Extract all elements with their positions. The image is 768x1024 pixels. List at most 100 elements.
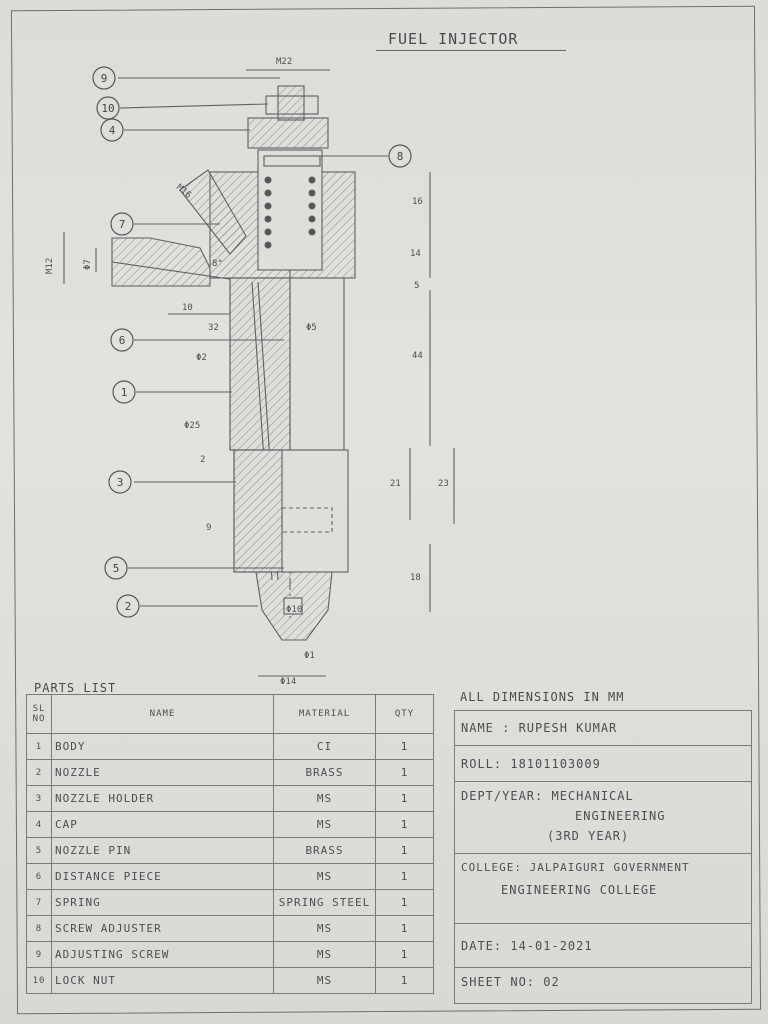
part-name-cell: LOCK NUT (51, 967, 274, 994)
title-block-sheet-row: SHEET NO: 02 (455, 967, 751, 1001)
part-material-cell: MS (273, 785, 376, 812)
part-qty-cell: 1 (375, 941, 434, 968)
dim-d10: Φ10 (286, 605, 302, 615)
part-material-cell: BRASS (273, 759, 376, 786)
dim-32: 32 (208, 323, 219, 333)
title-block: NAME : RUPESH KUMAR ROLL: 18101103009 DE… (454, 710, 752, 1004)
dim-d25: Φ25 (184, 421, 200, 431)
part-no-cell: 4 (26, 811, 52, 838)
callout-5: 5 (104, 556, 128, 580)
dim-d2: Φ2 (196, 353, 207, 363)
part-no-cell: 10 (26, 967, 52, 994)
dim-d5: Φ5 (306, 323, 317, 333)
part-qty-cell: 1 (375, 837, 434, 864)
college-line-1: COLLEGE: JALPAIGURI GOVERNMENT (461, 861, 690, 874)
nozzle-holder-hatch (233, 449, 283, 573)
injector-section-drawing: 9 10 4 8 7 6 1 3 5 2 M22 M16 M12 Φ7 8° 1… (45, 57, 455, 687)
title-block-date-row: DATE: 14-01-2021 (455, 923, 751, 968)
dept-line-1: DEPT/YEAR: MECHANICAL (461, 789, 634, 803)
cap-part (247, 117, 329, 149)
part-qty-cell: 1 (375, 889, 434, 916)
col-qty: QTY (375, 694, 434, 734)
title-block-college-row: COLLEGE: JALPAIGURI GOVERNMENT ENGINEERI… (455, 853, 751, 924)
lock-nut-part (265, 95, 319, 115)
dim-14: 14 (410, 249, 421, 259)
dim-2: 2 (200, 455, 205, 465)
dim-d7: Φ7 (83, 259, 93, 270)
part-material-cell: BRASS (273, 837, 376, 864)
callout-7: 7 (110, 212, 134, 236)
dim-18: 18 (410, 573, 421, 583)
part-material-cell: SPRING STEEL (273, 889, 376, 916)
dept-line-2: ENGINEERING (575, 809, 666, 823)
callout-8: 8 (388, 144, 412, 168)
part-no-cell: 8 (26, 915, 52, 942)
svg-text:3: 3 (117, 476, 124, 489)
part-no-cell: 7 (26, 889, 52, 916)
part-qty-cell: 1 (375, 785, 434, 812)
spring-chamber (257, 149, 323, 271)
part-qty-cell: 1 (375, 759, 434, 786)
svg-text:1: 1 (121, 386, 128, 399)
part-qty-cell: 1 (375, 863, 434, 890)
callout-9: 9 (92, 66, 116, 90)
inlet-angled-port (179, 169, 247, 255)
dept-line-3: (3RD YEAR) (547, 829, 630, 843)
parts-list-header-row: SL NO NAME MATERIAL QTY (26, 694, 434, 734)
callout-2: 2 (116, 594, 140, 618)
sheet-number: SHEET NO: 02 (461, 975, 560, 989)
callout-1: 1 (112, 380, 136, 404)
part-material-cell: CI (273, 733, 376, 760)
svg-text:8: 8 (397, 150, 404, 163)
part-no-cell: 3 (26, 785, 52, 812)
callout-6: 6 (110, 328, 134, 352)
part-name-cell: NOZZLE (51, 759, 274, 786)
part-name-cell: DISTANCE PIECE (51, 863, 274, 890)
spring-coils (264, 176, 316, 249)
title-block-name-row: NAME : RUPESH KUMAR (455, 711, 751, 746)
dim-m12: M12 (45, 258, 55, 274)
roll-number: ROLL: 18101103009 (461, 757, 601, 771)
svg-text:10: 10 (101, 102, 114, 115)
part-qty-cell: 1 (375, 733, 434, 760)
part-material-cell: MS (273, 967, 376, 994)
part-no-cell: 2 (26, 759, 52, 786)
part-name-cell: NOZZLE HOLDER (51, 785, 274, 812)
dim-angle: 8° (212, 259, 223, 269)
title-block-dept-row: DEPT/YEAR: MECHANICAL ENGINEERING (3RD Y… (455, 781, 751, 854)
svg-text:2: 2 (125, 600, 132, 613)
dimensions-note: ALL DIMENSIONS IN MM (460, 690, 625, 704)
part-name-cell: CAP (51, 811, 274, 838)
col-sl-no: SL NO (26, 694, 52, 734)
part-no-cell: 6 (26, 863, 52, 890)
dim-44: 44 (412, 351, 423, 361)
dim-m22: M22 (276, 57, 292, 67)
part-name-cell: BODY (51, 733, 274, 760)
part-name-cell: ADJUSTING SCREW (51, 941, 274, 968)
fuel-passage-inlet (111, 261, 251, 283)
svg-text:4: 4 (109, 124, 116, 137)
part-qty-cell: 1 (375, 811, 434, 838)
callout-4: 4 (100, 118, 124, 142)
drawing-title: FUEL INJECTOR (388, 30, 519, 48)
dim-9: 9 (206, 523, 211, 533)
dim-21: 21 (390, 479, 401, 489)
svg-text:5: 5 (113, 562, 120, 575)
title-underline (376, 50, 566, 51)
dim-23: 23 (438, 479, 449, 489)
part-qty-cell: 1 (375, 915, 434, 942)
svg-text:7: 7 (119, 218, 126, 231)
part-qty-cell: 1 (375, 967, 434, 994)
title-block-roll-row: ROLL: 18101103009 (455, 745, 751, 782)
dim-16: 16 (412, 197, 423, 207)
